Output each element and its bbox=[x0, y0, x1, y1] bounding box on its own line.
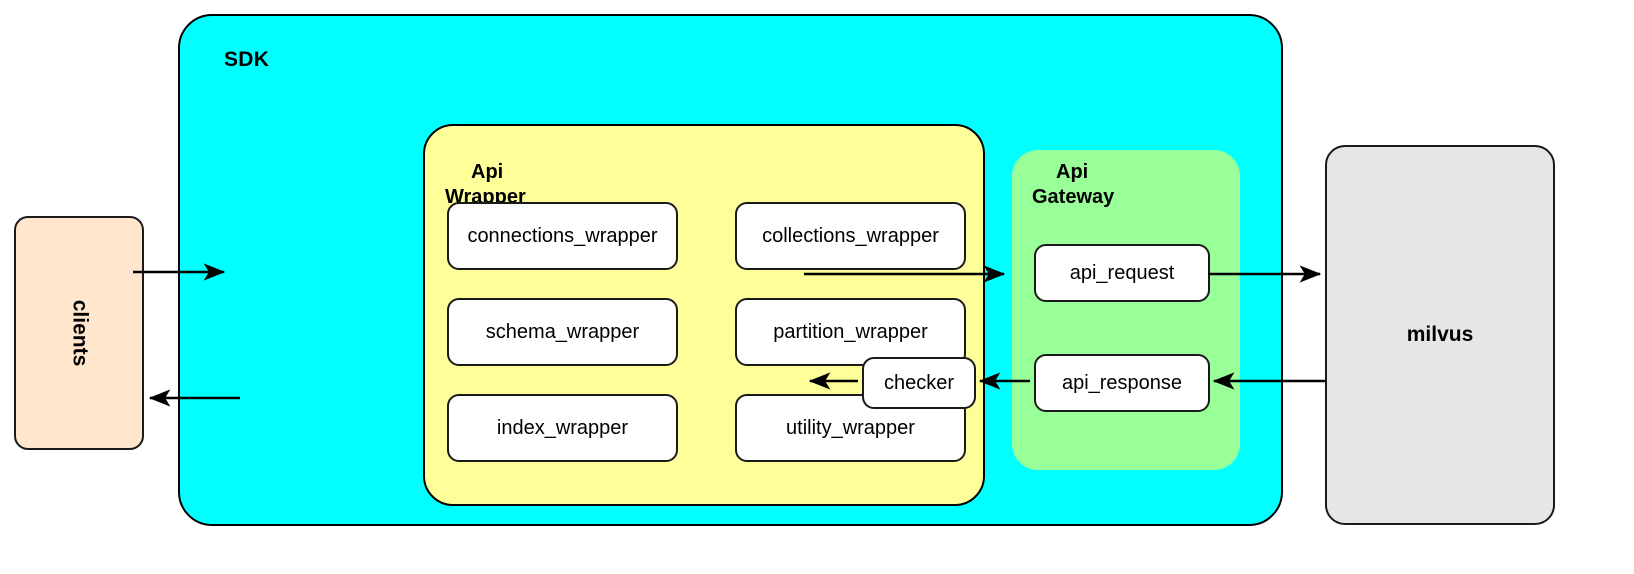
api-gateway-container[interactable]: Api Gateway api_request api_response bbox=[1012, 150, 1240, 470]
clients-label: clients bbox=[68, 299, 91, 367]
clients-box[interactable]: clients bbox=[14, 216, 144, 450]
api-gateway-label-line1: Api bbox=[1056, 161, 1089, 183]
sdk-container[interactable]: SDK Api Wrapper connections_wrapper coll… bbox=[178, 14, 1283, 526]
cell-api-request[interactable]: api_request bbox=[1034, 244, 1210, 302]
milvus-label: milvus bbox=[1406, 323, 1474, 346]
checker-box[interactable]: checker bbox=[862, 357, 976, 409]
milvus-box[interactable]: milvus bbox=[1325, 145, 1555, 525]
api-gateway-label: Api Gateway bbox=[1032, 160, 1114, 210]
api-wrapper-label-line1: Api bbox=[471, 160, 504, 183]
cell-partition-wrapper[interactable]: partition_wrapper bbox=[735, 298, 966, 366]
cell-index-wrapper[interactable]: index_wrapper bbox=[447, 394, 678, 462]
sdk-label: SDK bbox=[224, 48, 270, 71]
cell-connections-wrapper[interactable]: connections_wrapper bbox=[447, 202, 678, 270]
cell-schema-wrapper[interactable]: schema_wrapper bbox=[447, 298, 678, 366]
api-gateway-label-line2: Gateway bbox=[1032, 185, 1115, 208]
api-wrapper-container[interactable]: Api Wrapper connections_wrapper collecti… bbox=[423, 124, 985, 506]
cell-api-response[interactable]: api_response bbox=[1034, 354, 1210, 412]
cell-collections-wrapper[interactable]: collections_wrapper bbox=[735, 202, 966, 270]
